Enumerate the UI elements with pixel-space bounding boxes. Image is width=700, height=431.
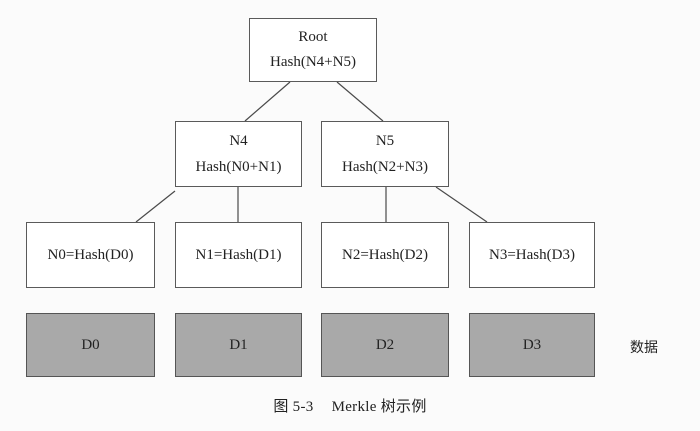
edge-n5-n3	[435, 186, 488, 223]
leaf-label: N0=Hash(D0)	[47, 246, 134, 263]
leaf-label: N1=Hash(D1)	[195, 246, 282, 263]
leaf-node-n3: N3=Hash(D3)	[469, 222, 595, 288]
caption-number: 图 5-3	[273, 399, 314, 415]
n4-title: N4	[229, 132, 248, 149]
data-block-d3: D3	[469, 313, 595, 377]
data-block-d1: D1	[175, 313, 302, 377]
n5-hash: Hash(N2+N3)	[342, 158, 428, 175]
edge-root-n5	[336, 81, 384, 122]
n5-title: N5	[375, 132, 395, 149]
data-block-d0: D0	[26, 313, 155, 377]
edge-n4-n0	[135, 190, 176, 223]
edge-root-n4	[244, 81, 291, 122]
caption-text: Merkle 树示例	[331, 399, 427, 415]
n4-hash: Hash(N0+N1)	[195, 158, 282, 175]
figure-caption: 图 5-3 Merkle 树示例	[0, 395, 700, 416]
leaf-node-n0: N0=Hash(D0)	[26, 222, 155, 288]
data-block-d2: D2	[321, 313, 449, 377]
data-block-label: D2	[375, 336, 395, 353]
leaf-node-n2: N2=Hash(D2)	[321, 222, 449, 288]
leaf-label: N2=Hash(D2)	[342, 246, 428, 263]
leaf-node-n1: N1=Hash(D1)	[175, 222, 302, 288]
n4-node: N4 Hash(N0+N1)	[175, 121, 302, 187]
root-node: Root Hash(N4+N5)	[249, 18, 377, 82]
leaf-label: N3=Hash(D3)	[489, 246, 575, 263]
root-title: Root	[298, 29, 328, 45]
data-block-label: D0	[81, 336, 100, 353]
data-block-label: D1	[229, 336, 248, 353]
root-hash: Hash(N4+N5)	[270, 54, 356, 70]
data-row-label: 数据	[630, 340, 658, 356]
n5-node: N5 Hash(N2+N3)	[321, 121, 449, 187]
data-block-label: D3	[522, 336, 542, 353]
